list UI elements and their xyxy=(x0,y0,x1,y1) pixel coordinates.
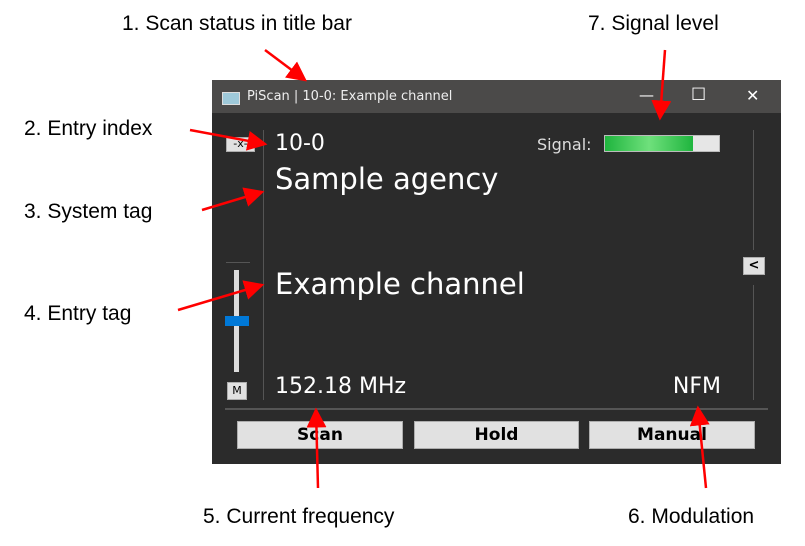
window-title: PiScan | 10-0: Example channel xyxy=(247,89,453,104)
entry-tag: Example channel xyxy=(275,267,525,301)
hold-button[interactable]: Hold xyxy=(414,421,579,449)
annotation-entry-index: 2. Entry index xyxy=(24,117,153,140)
annotation-scan-status: 1. Scan status in title bar xyxy=(122,12,352,35)
piscan-window: PiScan | 10-0: Example channel — ☐ ✕ -x-… xyxy=(212,80,781,464)
app-icon xyxy=(222,92,240,105)
volume-slider-thumb[interactable] xyxy=(225,316,249,326)
signal-meter-fill xyxy=(605,136,693,151)
annotation-modulation: 6. Modulation xyxy=(628,505,755,528)
entry-index: 10-0 xyxy=(275,131,325,156)
arrow-signal-level xyxy=(651,49,672,121)
modulation: NFM xyxy=(672,374,721,399)
minimize-button[interactable]: — xyxy=(639,86,654,104)
right-divider-bottom xyxy=(753,285,754,400)
arrow-scan-status xyxy=(264,49,307,82)
system-tag: Sample agency xyxy=(275,162,499,196)
arrow-entry-index xyxy=(189,128,268,151)
left-divider xyxy=(263,130,264,400)
signal-label: Signal: xyxy=(537,135,592,154)
annotation-frequency: 5. Current frequency xyxy=(203,505,395,528)
annotation-system-tag: 3. System tag xyxy=(24,200,153,223)
arrow-modulation xyxy=(689,405,710,489)
arrow-entry-tag xyxy=(177,280,265,312)
annotation-signal-level: 7. Signal level xyxy=(588,12,719,35)
annotation-entry-tag: 4. Entry tag xyxy=(24,302,132,325)
frequency: 152.18 MHz xyxy=(275,374,407,399)
signal-meter xyxy=(604,135,720,152)
title-bar: PiScan | 10-0: Example channel — ☐ ✕ xyxy=(212,80,781,113)
manual-button[interactable]: Manual xyxy=(589,421,755,449)
close-button[interactable]: ✕ xyxy=(746,86,760,105)
maximize-button[interactable]: ☐ xyxy=(691,85,707,105)
mute-button[interactable]: M xyxy=(227,382,247,400)
separator xyxy=(225,408,768,410)
collapse-button[interactable]: < xyxy=(743,257,765,275)
right-divider-top xyxy=(753,130,754,250)
arrow-system-tag xyxy=(201,187,265,212)
slider-tick xyxy=(226,262,250,263)
arrow-frequency xyxy=(306,407,327,489)
